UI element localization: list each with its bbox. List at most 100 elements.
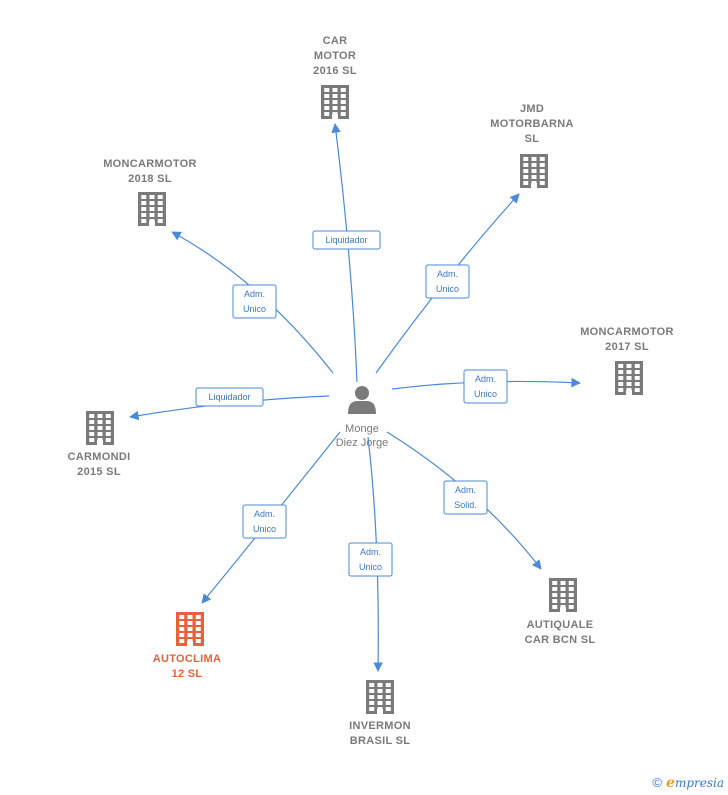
edge-invermon-brasil: Adm. Unico bbox=[348, 436, 393, 672]
company-name: 12 SL bbox=[172, 668, 203, 680]
building-window bbox=[385, 701, 391, 705]
building-window bbox=[157, 219, 163, 223]
building-window bbox=[377, 695, 383, 699]
building-window bbox=[157, 213, 163, 217]
building-icon bbox=[176, 612, 204, 646]
building-window bbox=[97, 432, 103, 436]
building-window bbox=[324, 106, 330, 110]
edge-arrow bbox=[331, 123, 358, 383]
role-label-text: Unico bbox=[359, 562, 382, 572]
building-window bbox=[157, 207, 163, 211]
edge-role-label[interactable]: Adm. Unico bbox=[348, 542, 393, 577]
role-label-text: Adm. bbox=[360, 547, 381, 557]
building-window bbox=[531, 163, 537, 167]
building-window bbox=[539, 169, 545, 173]
role-label-text: Solid. bbox=[454, 500, 477, 510]
building-window bbox=[568, 605, 574, 609]
role-label-text: Unico bbox=[253, 524, 276, 534]
role-label-text: Unico bbox=[243, 304, 266, 314]
company-name: 2018 SL bbox=[128, 173, 172, 185]
role-label-text: Adm. bbox=[244, 289, 265, 299]
building-window bbox=[89, 432, 95, 436]
building-door bbox=[531, 183, 537, 188]
building-window bbox=[634, 370, 640, 374]
company-node-invermon-brasil[interactable]: INVERMON BRASIL SL bbox=[349, 680, 411, 747]
building-window bbox=[340, 94, 346, 98]
building-window bbox=[141, 201, 147, 205]
building-window bbox=[369, 683, 375, 687]
building-window bbox=[385, 707, 391, 711]
company-name: CARMONDI bbox=[68, 451, 131, 463]
company-name: MOTOR bbox=[314, 50, 356, 62]
building-window bbox=[105, 438, 111, 442]
building-window bbox=[324, 112, 330, 116]
building-window bbox=[634, 388, 640, 392]
building-window bbox=[552, 587, 558, 591]
building-window bbox=[324, 100, 330, 104]
building-window bbox=[195, 627, 201, 631]
person-name: Monge bbox=[345, 423, 379, 435]
building-window bbox=[369, 695, 375, 699]
building-window bbox=[552, 599, 558, 603]
company-name: INVERMON bbox=[349, 720, 411, 732]
edge-role-label[interactable]: Liquidador bbox=[312, 230, 381, 250]
building-window bbox=[97, 420, 103, 424]
company-name: BRASIL SL bbox=[350, 735, 411, 747]
edge-car-motor-2016: Liquidador bbox=[312, 123, 381, 383]
building-window bbox=[149, 213, 155, 217]
building-window bbox=[340, 106, 346, 110]
edge-role-label[interactable]: Adm. Unico bbox=[232, 284, 277, 319]
company-node-moncarmotor-2018[interactable]: MONCARMOTOR 2018 SL bbox=[103, 158, 197, 226]
building-window bbox=[618, 370, 624, 374]
edge-role-label[interactable]: Adm.Unico bbox=[425, 264, 470, 299]
role-label-box bbox=[463, 369, 508, 404]
building-window bbox=[618, 364, 624, 368]
edge-moncarmotor-2018: Adm. Unico bbox=[171, 231, 334, 374]
building-window bbox=[179, 639, 185, 643]
building-window bbox=[385, 695, 391, 699]
company-name: SL bbox=[525, 133, 540, 145]
edge-role-label[interactable]: Adm.Unico bbox=[242, 504, 287, 539]
building-window bbox=[340, 88, 346, 92]
building-window bbox=[89, 438, 95, 442]
company-name: MONCARMOTOR bbox=[103, 158, 197, 170]
building-window bbox=[149, 201, 155, 205]
building-window bbox=[523, 169, 529, 173]
building-window bbox=[568, 581, 574, 585]
building-window bbox=[568, 593, 574, 597]
edge-role-label[interactable]: Adm.Solid. bbox=[443, 480, 488, 515]
building-window bbox=[157, 195, 163, 199]
building-window bbox=[568, 599, 574, 603]
building-window bbox=[141, 213, 147, 217]
building-window bbox=[179, 615, 185, 619]
edge-role-label[interactable]: Adm.Unico bbox=[463, 369, 508, 404]
company-name: JMD bbox=[520, 103, 544, 115]
building-window bbox=[195, 621, 201, 625]
company-node-jmd-motorbarna[interactable]: JMD MOTORBARNA SL bbox=[490, 103, 573, 188]
company-name: MOTORBARNA bbox=[490, 118, 573, 130]
building-window bbox=[539, 163, 545, 167]
building-window bbox=[149, 207, 155, 211]
company-name: MONCARMOTOR bbox=[580, 326, 674, 338]
building-window bbox=[340, 112, 346, 116]
building-window bbox=[332, 94, 338, 98]
role-label-box bbox=[232, 284, 277, 319]
brand-logo-initial: e bbox=[666, 775, 675, 791]
building-window bbox=[195, 639, 201, 643]
building-window bbox=[105, 420, 111, 424]
building-window bbox=[179, 633, 185, 637]
building-window bbox=[634, 382, 640, 386]
building-window bbox=[634, 364, 640, 368]
building-window bbox=[195, 633, 201, 637]
building-window bbox=[626, 364, 632, 368]
person-icon bbox=[348, 386, 376, 414]
building-window bbox=[523, 181, 529, 185]
edge-role-label[interactable]: Liquidador bbox=[195, 387, 264, 407]
